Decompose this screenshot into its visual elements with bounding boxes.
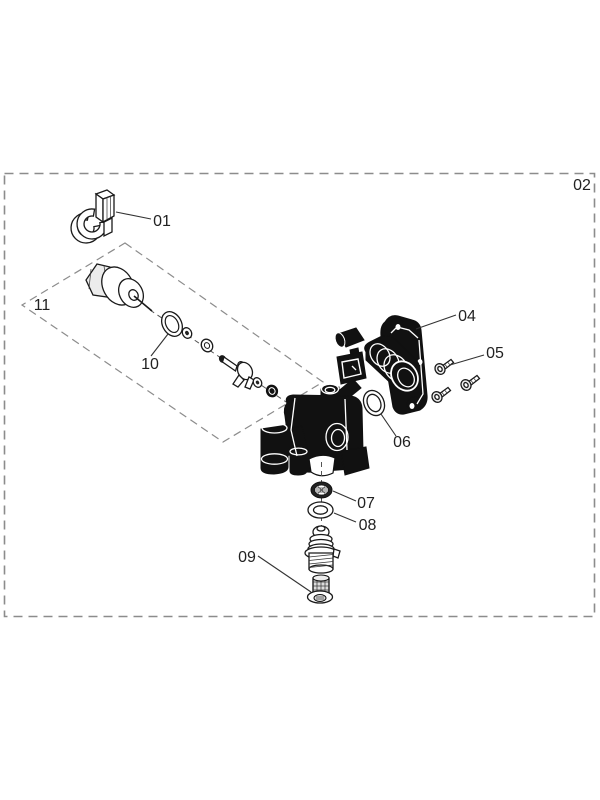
part-05-screw-2	[431, 386, 452, 403]
part-04-valve-body	[334, 315, 428, 415]
part-grommet-small-2	[252, 377, 263, 388]
label-10: 10	[141, 356, 159, 373]
diagram-border	[3, 172, 596, 618]
label-11: 11	[34, 297, 51, 314]
part-08-oring	[307, 501, 334, 519]
group-11-outline	[20, 242, 325, 443]
label-08: 08	[359, 517, 377, 534]
label-02: 02	[573, 177, 591, 194]
label-09: 09	[238, 549, 256, 566]
part-05-screw-1	[434, 358, 455, 375]
part-11-hex-fitting	[85, 263, 153, 312]
part-01-clip	[70, 189, 116, 244]
label-06: 06	[393, 434, 411, 451]
leader-04	[415, 314, 457, 330]
label-07: 07	[357, 495, 375, 512]
part-10-oring	[160, 311, 184, 337]
leader-05	[449, 354, 485, 366]
label-04: 04	[458, 308, 476, 325]
part-valve-core	[218, 355, 255, 390]
part-07-screen-washer	[310, 481, 333, 499]
leader-10	[150, 333, 169, 357]
part-06-oring	[362, 389, 386, 417]
leader-06	[380, 413, 397, 437]
leader-07	[332, 490, 357, 502]
leader-09	[257, 555, 312, 593]
part-manifold-body	[260, 378, 370, 477]
label-01: 01	[153, 213, 171, 230]
part-09-filter-plug	[306, 574, 334, 604]
leader-01	[115, 211, 152, 220]
part-grommet-small	[181, 327, 193, 339]
part-inlet-fitting	[304, 525, 341, 574]
leader-08	[333, 512, 357, 523]
part-washer-hatched	[200, 338, 214, 353]
label-05: 05	[486, 345, 504, 362]
part-nut	[265, 384, 279, 398]
part-05-screw-3	[460, 374, 481, 391]
